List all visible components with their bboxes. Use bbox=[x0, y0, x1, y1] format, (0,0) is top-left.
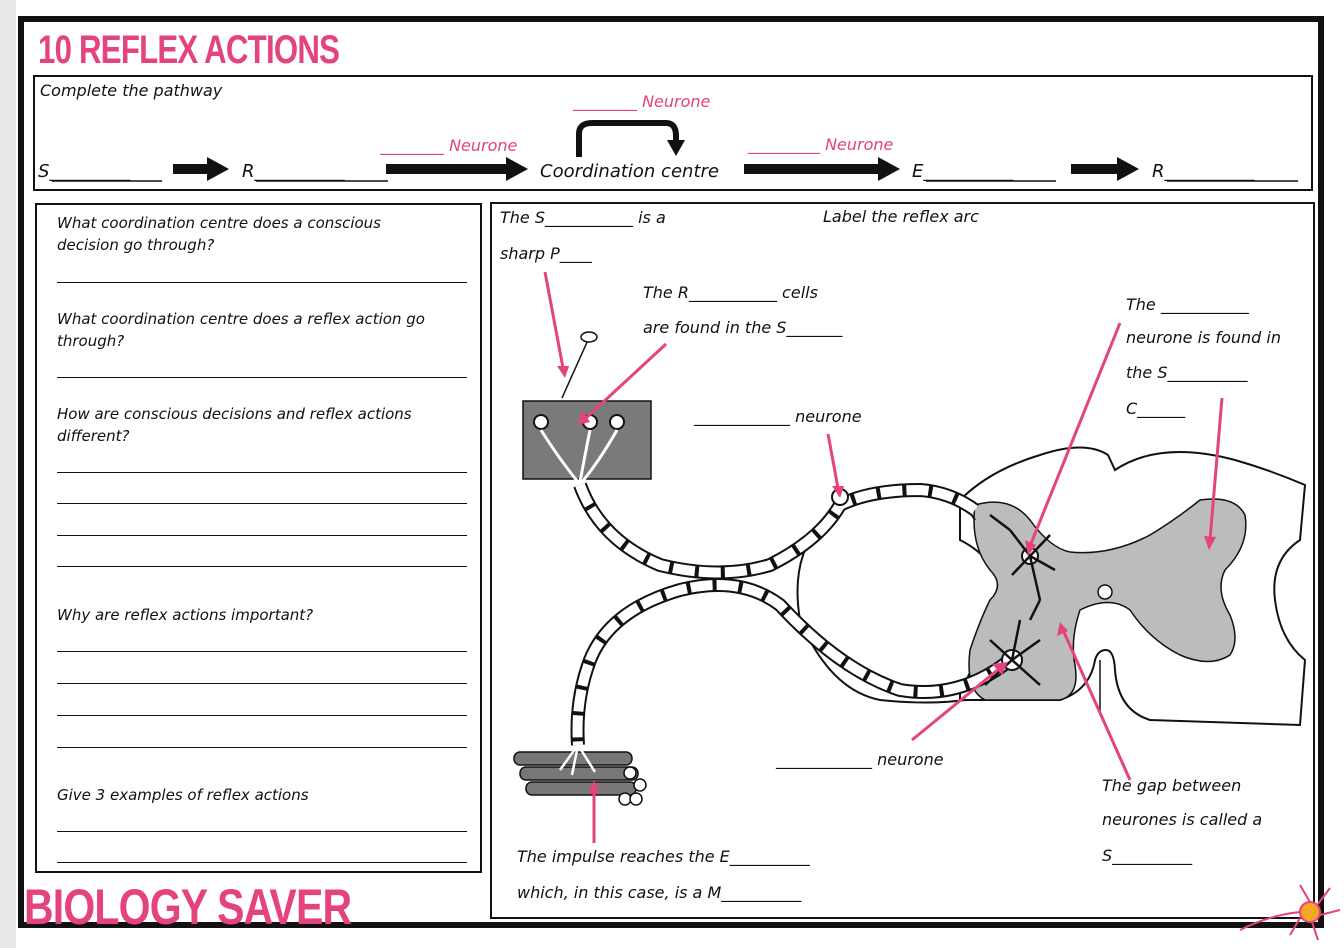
sensory-neurone-label[interactable]: ____________ neurone bbox=[694, 407, 862, 426]
effector-label[interactable]: The impulse reaches the E__________ bbox=[517, 847, 810, 866]
relay-neurone-label[interactable]: C______ bbox=[1126, 399, 1186, 418]
answer-line[interactable] bbox=[57, 651, 467, 652]
pathway-receptor[interactable]: R__________ bbox=[242, 161, 345, 182]
pointer-arrows bbox=[543, 271, 1224, 843]
stimulus-label[interactable]: sharp P____ bbox=[500, 244, 592, 263]
synapse-label[interactable]: neurones is called a bbox=[1102, 810, 1263, 829]
motor-neurone-label[interactable]: ____________ neurone bbox=[776, 750, 944, 769]
receptor bbox=[609, 414, 625, 430]
answer-line[interactable] bbox=[57, 377, 467, 378]
central-canal bbox=[1097, 584, 1113, 600]
pathway-neurone-motor[interactable]: _________ Neurone bbox=[748, 135, 894, 154]
question-4: Why are reflex actions important? bbox=[57, 606, 314, 624]
answer-line[interactable] bbox=[57, 472, 467, 473]
answer-line[interactable] bbox=[57, 566, 467, 567]
pathway-neurone-sensory[interactable]: ________ Neurone bbox=[380, 136, 518, 155]
question-1: What coordination centre does a consciou… bbox=[57, 214, 381, 254]
receptor-fibres bbox=[539, 429, 619, 483]
relay-neurone-label[interactable]: neurone is found in bbox=[1126, 328, 1281, 347]
answer-line[interactable] bbox=[57, 503, 467, 504]
questions-box bbox=[35, 203, 482, 873]
motor-neurone-dendrites bbox=[984, 599, 1042, 686]
pathway-effector[interactable]: E__________ bbox=[912, 161, 1014, 182]
question-2: What coordination centre does a reflex a… bbox=[57, 310, 425, 350]
stimulus-label[interactable]: The S___________ is a bbox=[500, 208, 666, 227]
pathway-coordination-centre: Coordination centre bbox=[540, 161, 719, 182]
answer-line[interactable] bbox=[57, 862, 467, 863]
sensory-axon bbox=[575, 483, 978, 578]
pin-head bbox=[580, 331, 598, 343]
answer-line[interactable] bbox=[57, 683, 467, 684]
spinal-cord-grey-matter bbox=[968, 498, 1247, 701]
answer-line[interactable] bbox=[57, 282, 467, 283]
synapse-label[interactable]: The gap between bbox=[1102, 776, 1242, 795]
brand-logo: BIOLOGY SAVER bbox=[24, 879, 352, 935]
answer-line[interactable] bbox=[57, 831, 467, 832]
pin bbox=[561, 339, 589, 399]
loop-arrow bbox=[576, 120, 679, 157]
question-5: Give 3 examples of reflex actions bbox=[57, 786, 309, 804]
relay-neurone-label[interactable]: The ___________ bbox=[1126, 295, 1249, 314]
effector-label[interactable]: which, in this case, is a M__________ bbox=[517, 883, 802, 902]
relay-neurone-label[interactable]: the S__________ bbox=[1126, 363, 1248, 382]
relay-neurone-dendrites bbox=[989, 514, 1056, 601]
motor-axon bbox=[572, 580, 1014, 746]
pathway-instruction: Complete the pathway bbox=[40, 81, 223, 100]
answer-line[interactable] bbox=[57, 747, 467, 748]
pathway-arrows bbox=[173, 157, 1139, 181]
receptor-label[interactable]: are found in the S_______ bbox=[643, 318, 843, 337]
receptor bbox=[533, 414, 549, 430]
muscle-bundle bbox=[513, 744, 647, 806]
motor-axon bbox=[570, 578, 1015, 746]
page-title: 10 REFLEX ACTIONS bbox=[38, 28, 340, 72]
pathway-response[interactable]: R__________ bbox=[1152, 161, 1255, 182]
question-3: How are conscious decisions and reflex a… bbox=[57, 405, 412, 445]
synapse-label[interactable]: S__________ bbox=[1102, 846, 1193, 865]
page-edge bbox=[0, 0, 16, 948]
pathway-neurone-relay[interactable]: ________ Neurone bbox=[573, 92, 711, 111]
answer-line[interactable] bbox=[57, 535, 467, 536]
diagram-heading: Label the reflex arc bbox=[823, 207, 979, 226]
pathway-stimulus[interactable]: S_________ bbox=[38, 161, 131, 182]
receptor-label[interactable]: The R___________ cells bbox=[643, 283, 818, 302]
answer-line[interactable] bbox=[57, 715, 467, 716]
loop-arrow-head bbox=[667, 140, 685, 156]
